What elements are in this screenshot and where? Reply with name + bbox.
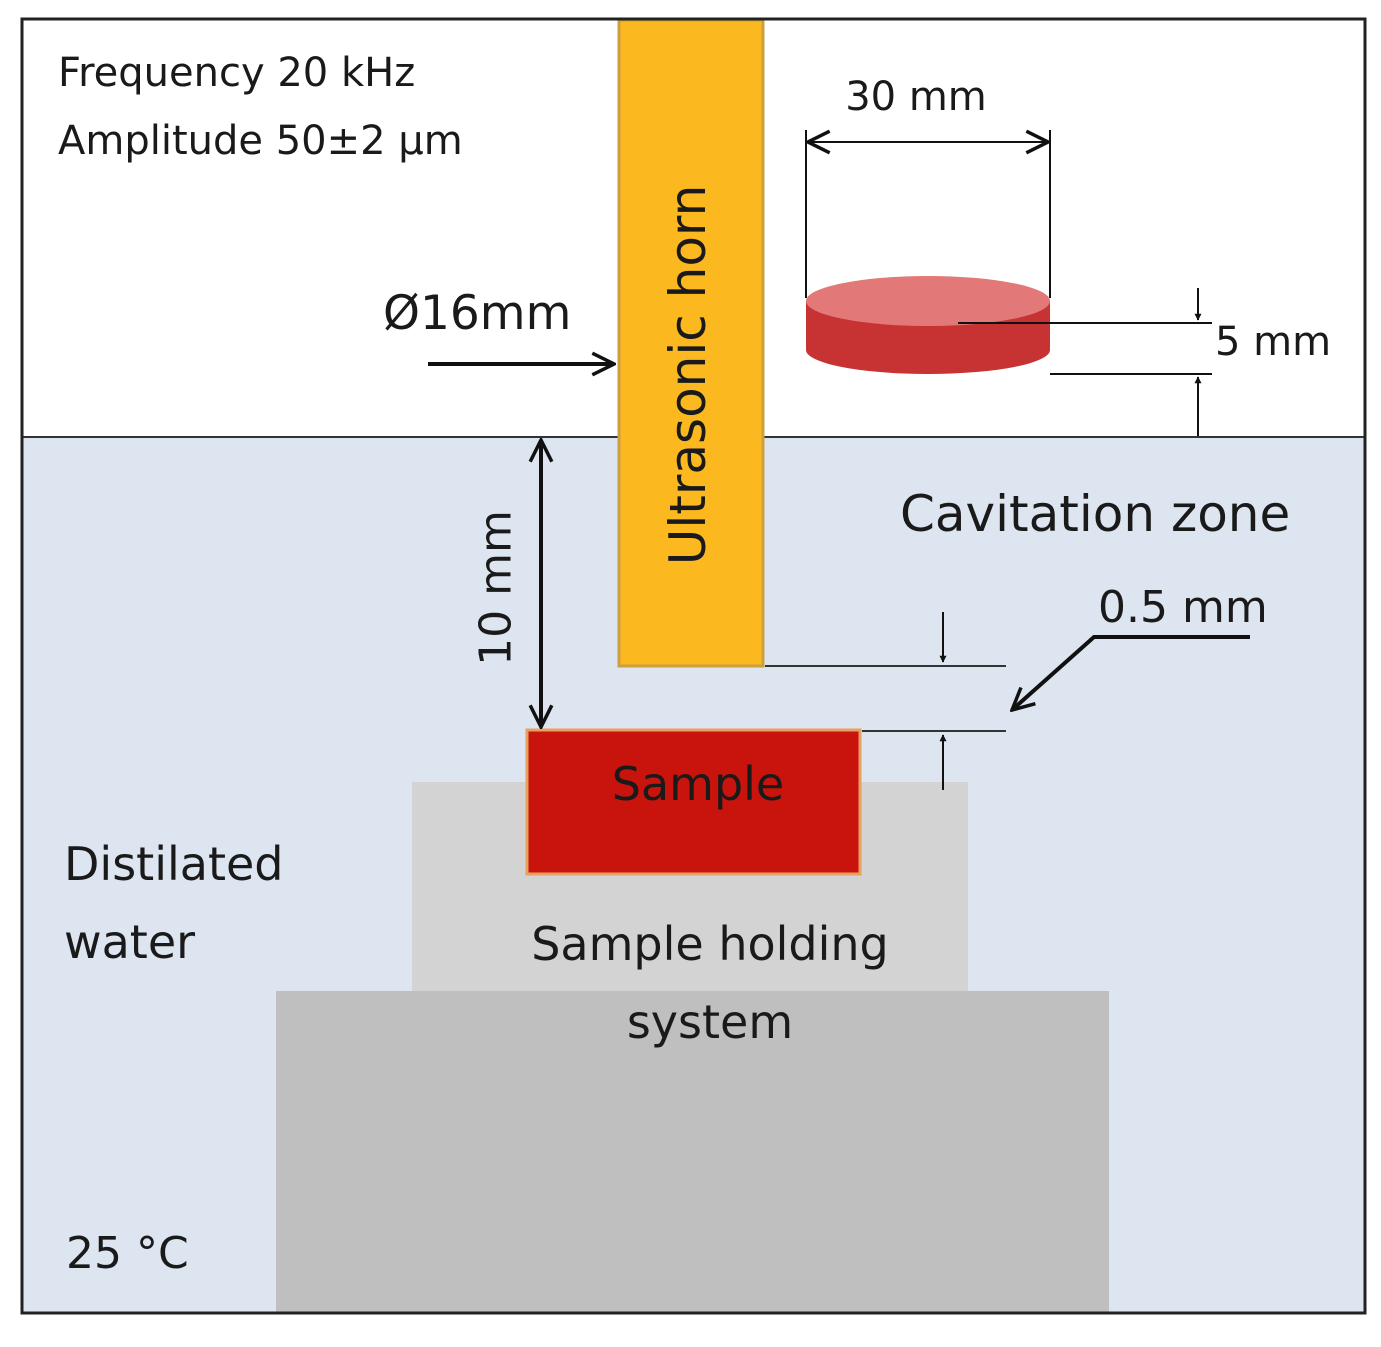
sample-block — [525, 728, 862, 876]
gap-leader-line — [1012, 635, 1250, 710]
disk-thickness-label: 5 mm — [1215, 319, 1331, 365]
sample-disk-illustration — [806, 276, 1050, 374]
horn-label: Ultrasonic horn — [659, 185, 717, 566]
frequency-label: Frequency 20 kHz — [58, 50, 415, 96]
amplitude-label: Amplitude 50±2 µm — [58, 118, 463, 164]
immersion-depth-label: 10 mm — [471, 510, 522, 666]
medium-label-line1: Distilated — [64, 837, 284, 891]
sample-label: Sample — [612, 757, 784, 811]
holder-label-line2: system — [627, 995, 793, 1049]
gap-label: 0.5 mm — [1098, 582, 1268, 633]
temperature-label: 25 °C — [66, 1228, 189, 1279]
disk-top — [806, 276, 1050, 326]
ultrasonic-horn — [617, 18, 765, 668]
cavitation-zone-label: Cavitation zone — [900, 485, 1290, 543]
horn-diameter-label: Ø16mm — [383, 286, 571, 341]
holder-label-line1: Sample holding — [531, 917, 889, 971]
figure-frame — [20, 17, 1367, 1315]
disk-diameter-label: 30 mm — [845, 74, 987, 120]
medium-label-line2: water — [64, 915, 195, 969]
holder-base — [276, 991, 1109, 1313]
